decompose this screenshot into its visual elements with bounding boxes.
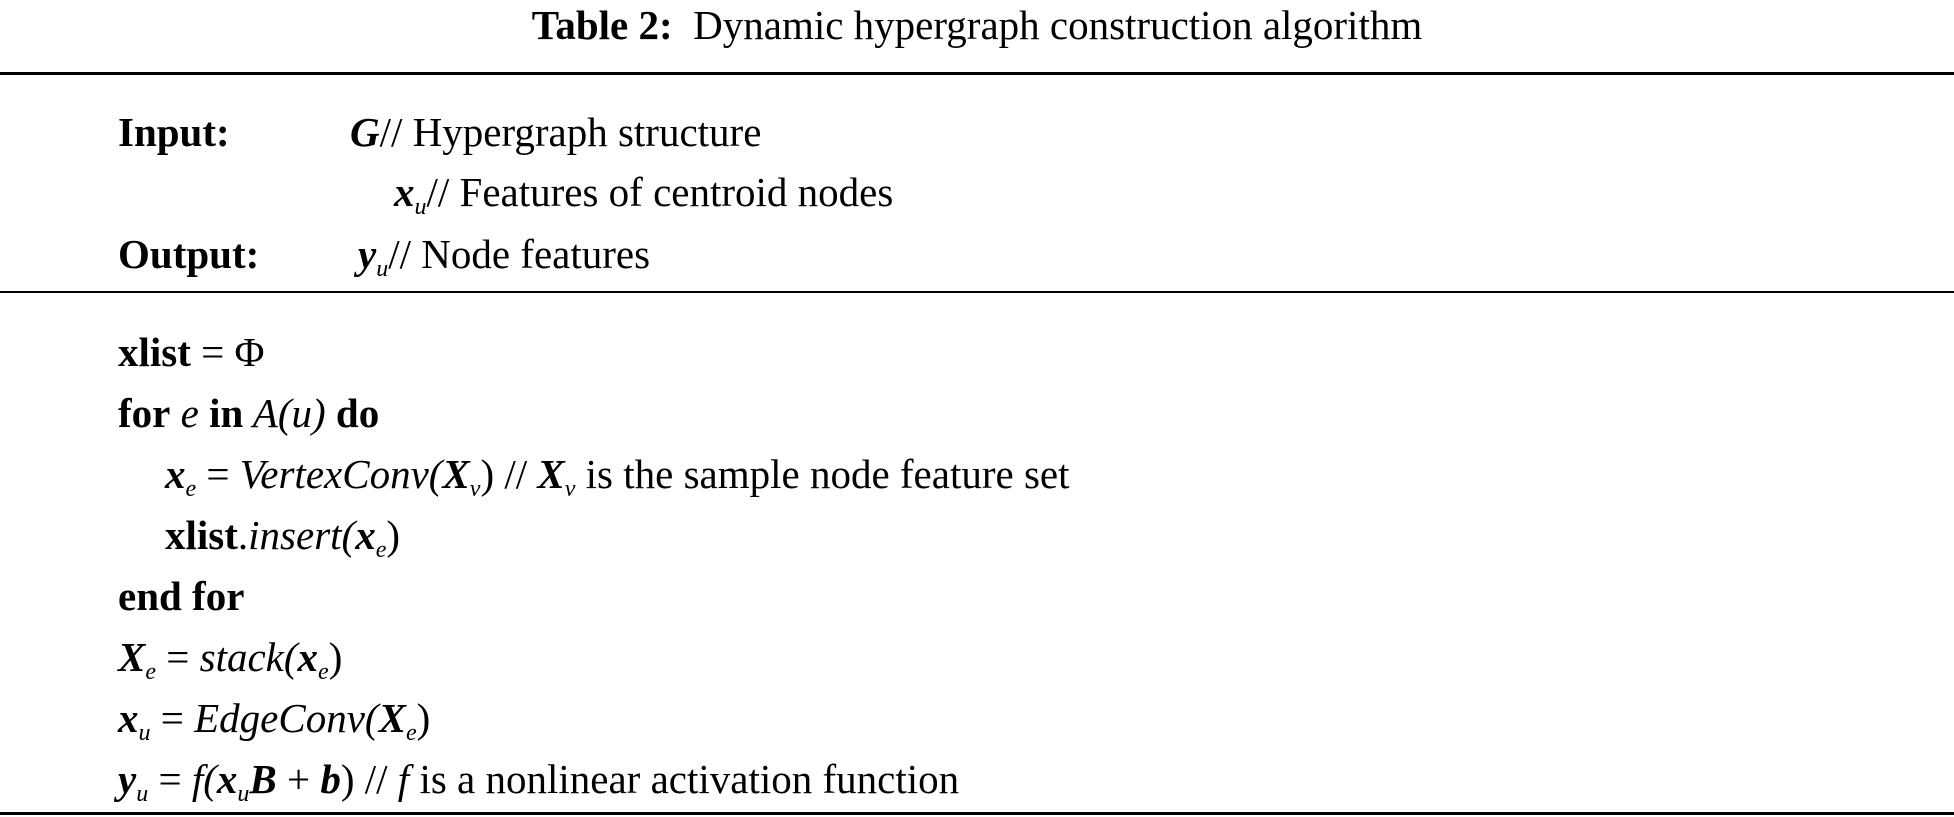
- var: X: [537, 451, 565, 497]
- input-var-g: G: [350, 109, 380, 155]
- expr: ) //: [340, 756, 398, 802]
- subscript: e: [375, 537, 387, 563]
- input-comment-1: // Hypergraph structure: [379, 109, 762, 155]
- expr: = Φ: [190, 329, 265, 375]
- algo-line-7: xu = EdgeConv(Xe): [118, 694, 431, 745]
- input-row-2: xu// Features of centroid nodes: [394, 168, 894, 219]
- expr: =: [148, 756, 192, 802]
- algo-line-6: Xe = stack(xe): [118, 633, 343, 684]
- var: X: [118, 634, 146, 680]
- var: X: [378, 695, 406, 741]
- algo-line-1: xlist = Φ: [118, 328, 265, 376]
- comment: is a nonlinear activation function: [409, 756, 960, 802]
- input-row: Input: G// Hypergraph structure: [118, 108, 761, 156]
- caption-title: Dynamic hypergraph construction algorith…: [693, 2, 1423, 48]
- expr: =: [150, 695, 195, 741]
- var: x: [355, 512, 376, 558]
- var: e: [170, 390, 210, 436]
- var: y: [118, 756, 137, 802]
- keyword: xlist: [165, 512, 238, 558]
- func: A(u): [243, 390, 336, 436]
- top-rule: [0, 72, 1954, 75]
- algo-line-3: xe = VertexConv(Xv) // Xv is the sample …: [165, 450, 1070, 501]
- algo-line-2: for e in A(u) do: [118, 389, 379, 437]
- algo-line-5: end for: [118, 572, 244, 620]
- expr: ): [328, 634, 343, 680]
- subscript: u: [414, 194, 427, 220]
- comment: is the sample node feature set: [575, 451, 1070, 497]
- keyword: do: [335, 390, 380, 436]
- expr: +: [276, 756, 321, 802]
- output-label: Output:: [118, 231, 260, 277]
- subscript: u: [138, 720, 151, 746]
- func: f(: [191, 756, 217, 802]
- input-label: Input:: [118, 109, 230, 155]
- input-var-x: x: [394, 169, 415, 215]
- expr: ) //: [480, 451, 538, 497]
- subscript: u: [237, 781, 250, 807]
- subscript: e: [405, 720, 417, 746]
- subscript: u: [376, 256, 389, 282]
- expr: ): [386, 512, 401, 558]
- keyword: xlist: [118, 329, 191, 375]
- table-caption: Table 2: Dynamic hypergraph construction…: [0, 2, 1954, 48]
- subscript: e: [185, 476, 197, 502]
- input-comment-2: // Features of centroid nodes: [426, 169, 894, 215]
- expr: =: [196, 451, 240, 497]
- subscript: v: [469, 476, 481, 502]
- var: x: [118, 695, 139, 741]
- output-row: Output: yu// Node features: [118, 230, 651, 281]
- var: f: [397, 756, 410, 802]
- expr: .: [237, 512, 249, 558]
- expr: ): [416, 695, 431, 741]
- bottom-rule: [0, 812, 1954, 815]
- var: b: [320, 756, 341, 802]
- subscript: e: [145, 659, 157, 685]
- var: x: [297, 634, 319, 680]
- var: B: [249, 756, 277, 802]
- var: X: [442, 451, 470, 497]
- func: insert(: [248, 512, 356, 558]
- keyword: for: [118, 390, 171, 436]
- subscript: e: [318, 659, 329, 685]
- keyword: in: [209, 390, 244, 436]
- expr: =: [156, 634, 200, 680]
- var: x: [165, 451, 186, 497]
- mid-rule: [0, 291, 1954, 293]
- output-comment: // Node features: [388, 231, 651, 277]
- func: EdgeConv(: [194, 695, 379, 741]
- subscript: u: [136, 781, 149, 807]
- func: VertexConv(: [239, 451, 443, 497]
- output-var-y: y: [358, 231, 377, 277]
- algo-line-8: yu = f(xuB + b) // f is a nonlinear acti…: [118, 755, 960, 806]
- caption-label: Table 2:: [531, 2, 673, 48]
- subscript: v: [564, 476, 576, 502]
- keyword: end for: [118, 573, 245, 619]
- algo-line-4: xlist.insert(xe): [165, 511, 401, 562]
- func: stack(: [199, 634, 298, 680]
- var: x: [216, 756, 238, 802]
